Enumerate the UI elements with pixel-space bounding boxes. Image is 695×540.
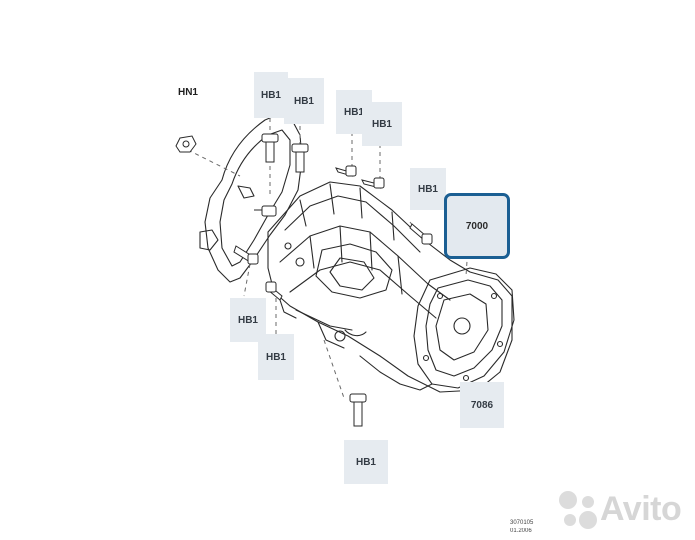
bolt-icon [409, 223, 433, 245]
doc-ref-line1: 3070105 [510, 520, 534, 526]
callout-hb1-e[interactable]: HB1 [410, 168, 446, 210]
bolt-icon [265, 281, 283, 301]
bolt-icon [233, 245, 259, 265]
callout-hb1-a[interactable]: HB1 [254, 72, 288, 118]
callout-part-7086[interactable]: 7086 [460, 382, 504, 428]
doc-ref-line2: 01.2006 [510, 528, 532, 534]
nut-hn1-icon [175, 135, 197, 153]
callout-hb1-h[interactable]: HB1 [344, 440, 388, 484]
transmission-case [267, 181, 513, 393]
avito-dots-logo-icon [559, 491, 597, 529]
bolts [175, 133, 433, 427]
bolt-icon [254, 205, 277, 217]
watermark-text: Avito [600, 490, 682, 528]
rear-flange [413, 267, 515, 389]
bolt-icon [291, 143, 309, 173]
bolt-icon [349, 393, 367, 427]
callout-hn1[interactable]: HN1 [177, 86, 198, 98]
leader-lines [187, 118, 481, 401]
bolt-icon [361, 177, 385, 189]
oil-pan-edge [359, 355, 433, 391]
bolt-icon [335, 165, 357, 177]
callout-hb1-d[interactable]: HB1 [362, 102, 402, 146]
callout-hb1-g[interactable]: HB1 [258, 334, 294, 380]
callout-part-7000[interactable]: 7000 [444, 193, 510, 259]
bolt-icon [261, 133, 279, 163]
callout-hb1-b[interactable]: HB1 [284, 78, 324, 124]
